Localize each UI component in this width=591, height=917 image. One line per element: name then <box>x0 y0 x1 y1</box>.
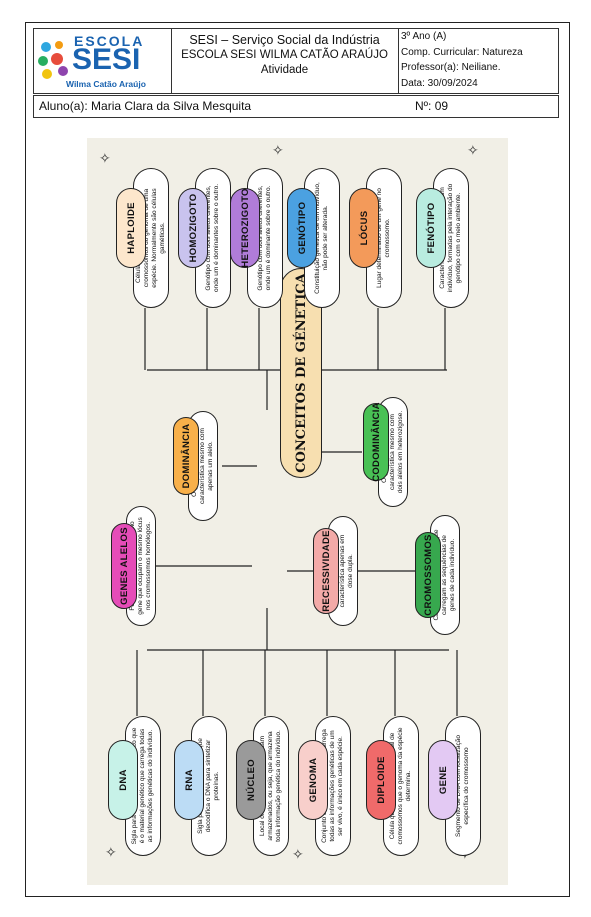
concept-recessividade-title: RECESSIVIDADE <box>313 528 339 614</box>
concept-heterozigoto-title: HETEROZIGOTO <box>230 188 260 268</box>
subject-info: Comp. Curricular: Natureza <box>401 46 523 58</box>
concept-diploide-title: DIPLOIDE <box>366 740 396 820</box>
header-center: SESI – Serviço Social da Indústria ESCOL… <box>171 29 399 93</box>
concept-genoma-title: GENOMA <box>298 740 328 820</box>
doc-type: Atividade <box>260 64 309 76</box>
concept-title: GENOMA <box>298 740 328 820</box>
concept-title: HAPLOIDE <box>116 188 146 268</box>
concept-title: DNA <box>108 740 138 820</box>
concept-rna-title: RNA <box>174 740 204 820</box>
concept-title: NÚCLEO <box>236 740 266 820</box>
page-frame <box>25 22 570 897</box>
class-info: 3º Ano (A) <box>401 31 447 42</box>
concept-title: HETEROZIGOTO <box>230 188 260 268</box>
concept-title: CODOMINÂNCIA <box>363 402 389 482</box>
concept-map: ✧ ✧ ✧ ✧ ✧ ✧ CONCEITOS DE GÉNETICA Célula… <box>87 138 508 885</box>
concept-cromossomos-title: CROMOSSOMOS <box>415 532 441 618</box>
concept-title: RNA <box>174 740 204 820</box>
school-logo: ESCOLA SESI Wilma Catão Araújo <box>34 29 172 93</box>
concept-homozigoto-title: HOMOZIGOTO <box>178 188 208 268</box>
student-row: Aluno(a): Maria Clara da Silva Mesquita … <box>33 95 559 118</box>
concept-title: CROMOSSOMOS <box>415 532 441 618</box>
teacher-info: Professor(a): Neiliane. <box>401 62 501 73</box>
star-icon: ✧ <box>292 846 304 862</box>
star-icon: ✧ <box>467 142 479 158</box>
concept-dna-title: DNA <box>108 740 138 820</box>
logo-sub: Wilma Catão Araújo <box>66 79 146 89</box>
concept-title: GENÓTIPO <box>287 188 317 268</box>
concept-locus-title: LÓCUS <box>349 188 379 268</box>
logo-mark-icon <box>38 41 68 79</box>
concept-title: DIPLOIDE <box>366 740 396 820</box>
star-icon: ✧ <box>272 142 284 158</box>
student-number: Nº: 09 <box>415 99 449 113</box>
concept-haploide-title: HAPLOIDE <box>116 188 146 268</box>
logo-sesi: SESI <box>72 43 141 76</box>
concept-codominancia-title: CODOMINÂNCIA <box>363 402 389 482</box>
concept-dominancia-title: DOMINÂNCIA <box>173 417 199 495</box>
concept-title: HOMOZIGOTO <box>178 188 208 268</box>
school-name: ESCOLA SESI WILMA CATÃO ARAÚJO <box>181 49 388 61</box>
concept-title: GENE <box>428 740 458 820</box>
star-icon: ✧ <box>105 844 117 860</box>
concept-fenotipo-title: FENÓTIPO <box>416 188 446 268</box>
connector-lines <box>136 308 458 716</box>
concept-genes-alelos-title: GENES ALELOS <box>111 523 137 609</box>
concept-title: DOMINÂNCIA <box>173 417 199 495</box>
concept-genotipo-title: GENÓTIPO <box>287 188 317 268</box>
student-name: Aluno(a): Maria Clara da Silva Mesquita <box>39 99 252 113</box>
concept-nucleo-title: NÚCLEO <box>236 740 266 820</box>
header-right: 3º Ano (A) Comp. Curricular: Natureza Pr… <box>398 29 558 93</box>
concept-title: FENÓTIPO <box>416 188 446 268</box>
concept-gene-title: GENE <box>428 740 458 820</box>
concept-title: GENES ALELOS <box>111 523 137 609</box>
concept-title: RECESSIVIDADE <box>313 528 339 614</box>
org-name: SESI – Serviço Social da Indústria <box>189 33 380 47</box>
concept-title: LÓCUS <box>349 188 379 268</box>
logo-escola: ESCOLA <box>74 33 145 49</box>
header-table: ESCOLA SESI Wilma Catão Araújo SESI – Se… <box>33 28 559 94</box>
star-icon: ✧ <box>99 150 111 166</box>
date-info: Data: 30/09/2024 <box>401 77 478 89</box>
